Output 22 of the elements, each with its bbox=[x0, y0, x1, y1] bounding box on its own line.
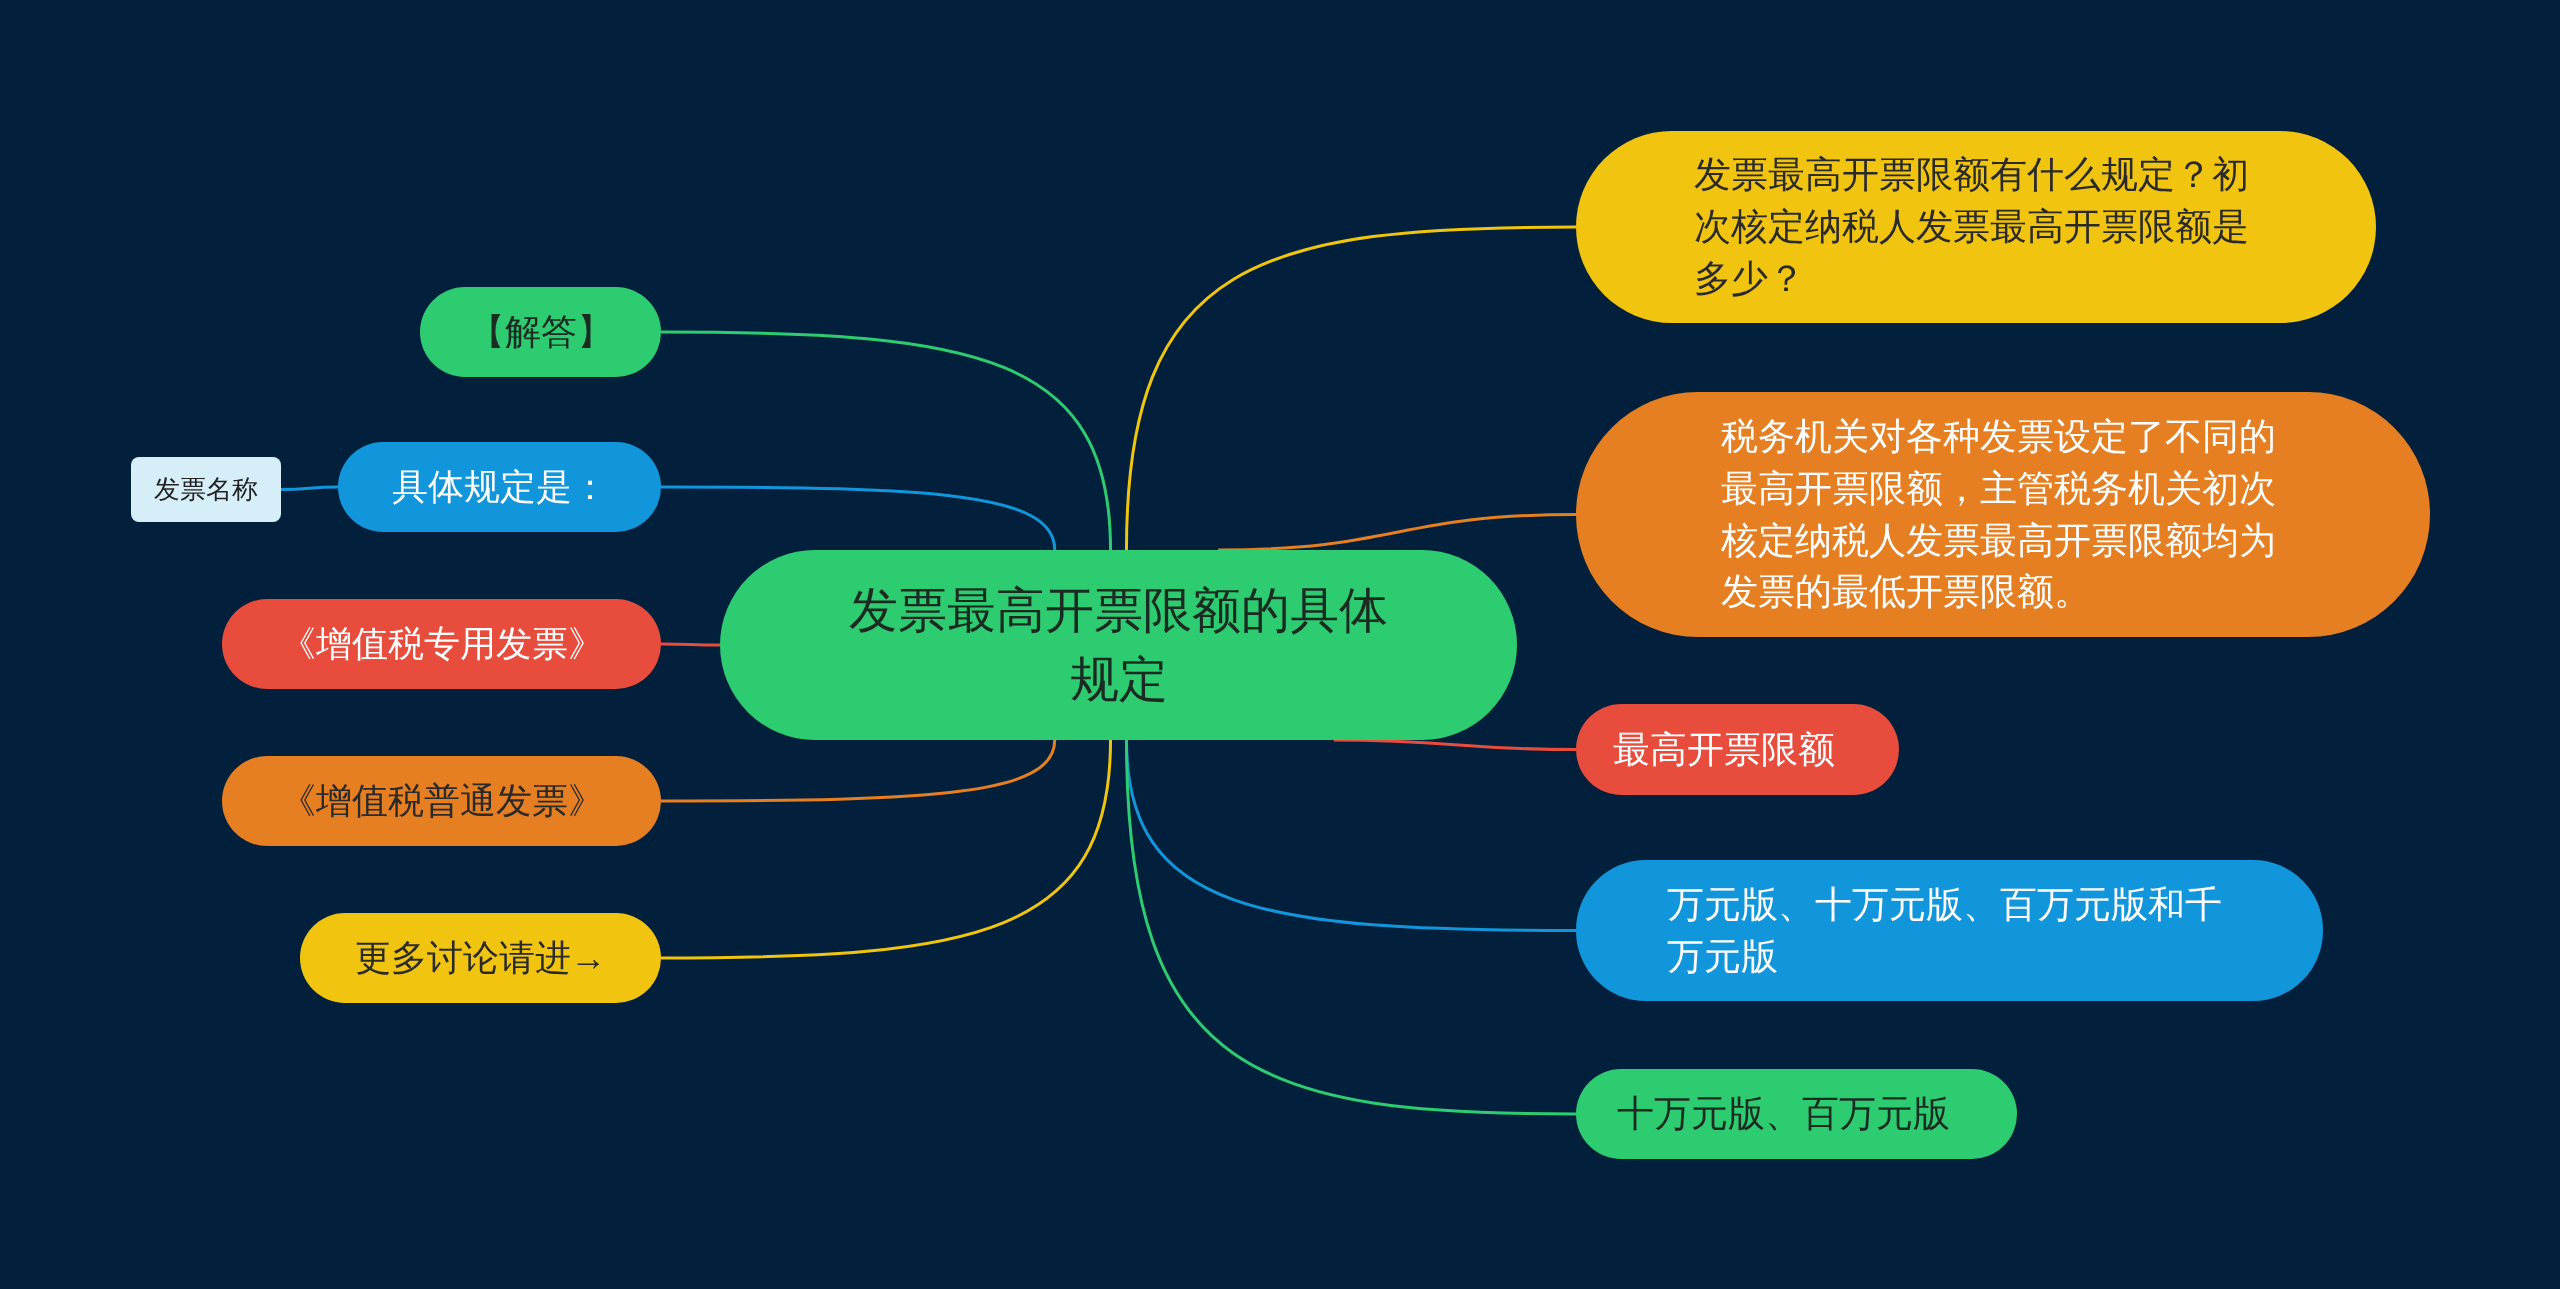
node-text: 发票最高开票限额有什么规定？初次核定纳税人发票最高开票限额是多少？ bbox=[1693, 153, 2250, 301]
node-text: 具体规定是： bbox=[391, 464, 608, 509]
node-text: 十万元版、百万元版 bbox=[1616, 1092, 1951, 1137]
connector-line bbox=[281, 485, 338, 491]
node-text: 更多讨论请进→ bbox=[354, 935, 607, 980]
node-text: 《增值税专用发票》 bbox=[279, 621, 604, 666]
connector-line bbox=[661, 642, 720, 647]
connector-line bbox=[1124, 225, 1576, 551]
node-text: 发票最高开票限额的具体规定 bbox=[848, 582, 1389, 708]
connector-line bbox=[661, 485, 1057, 551]
connector-line bbox=[661, 330, 1113, 551]
subtopic-node bbox=[131, 457, 281, 522]
node-text: 万元版、十万元版、百万元版和千万元版 bbox=[1667, 882, 2223, 979]
connector-line bbox=[1333, 738, 1576, 751]
node-text: 【解答】 bbox=[468, 309, 613, 354]
node-text: 税务机关对各种发票设定了不同的最高开票限额，主管税务机关初次核定纳税人发票最高开票限额均为发票的最低开票限额。 bbox=[1720, 414, 2277, 615]
node-text: 发票名称 bbox=[154, 473, 258, 507]
node-text: 《增值税普通发票》 bbox=[279, 778, 604, 823]
connector-line bbox=[661, 739, 1057, 803]
node-text: 最高开票限额 bbox=[1612, 727, 1836, 772]
connector-line bbox=[1218, 513, 1577, 552]
connector-line bbox=[1124, 739, 1576, 1116]
